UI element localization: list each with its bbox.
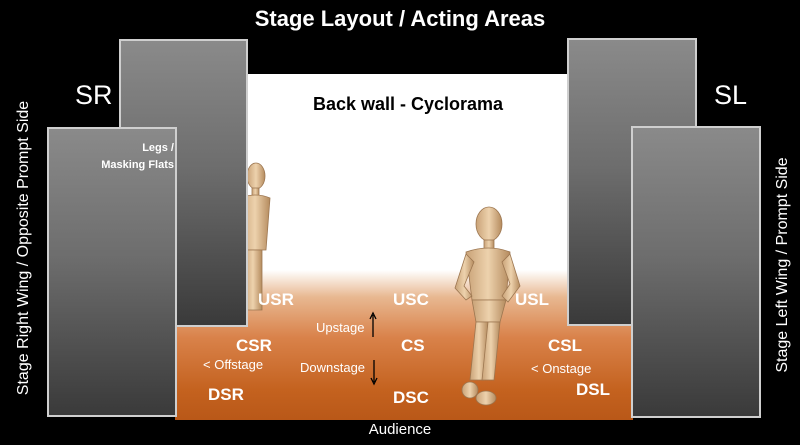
onstage-label: < Onstage <box>531 361 592 376</box>
legs-label-line1: Legs / <box>142 142 174 154</box>
back-wall <box>248 74 568 284</box>
offstage-label: < Offstage <box>203 357 264 372</box>
up-arrow-icon <box>369 311 377 337</box>
area-usc: USC <box>393 290 429 309</box>
stage-left-short-label: SL <box>714 80 748 110</box>
mannequin-center <box>454 206 521 406</box>
cyclorama-label: Back wall - Cyclorama <box>312 94 504 114</box>
upstage-label: Upstage <box>316 320 365 335</box>
stage-right-short-label: SR <box>75 80 113 110</box>
stage-right-front-flat <box>47 127 177 417</box>
area-cs: CS <box>401 336 425 355</box>
legs-label: Legs / Masking Flats <box>80 140 174 174</box>
stage-left-front-flat <box>631 126 761 418</box>
area-usl: USL <box>515 290 549 309</box>
area-dsc: DSC <box>393 388 429 407</box>
area-csl: CSL <box>548 336 582 355</box>
area-dsr: DSR <box>208 385 244 404</box>
diagram-title: Stage Layout / Acting Areas <box>254 6 546 31</box>
audience-label: Audience <box>368 421 432 438</box>
area-csr: CSR <box>236 336 272 355</box>
down-arrow-icon <box>370 360 378 386</box>
legs-label-line2: Masking Flats <box>101 159 174 171</box>
downstage-label: Downstage <box>300 360 366 375</box>
area-dsl: DSL <box>576 380 610 399</box>
area-usr: USR <box>258 290 294 309</box>
